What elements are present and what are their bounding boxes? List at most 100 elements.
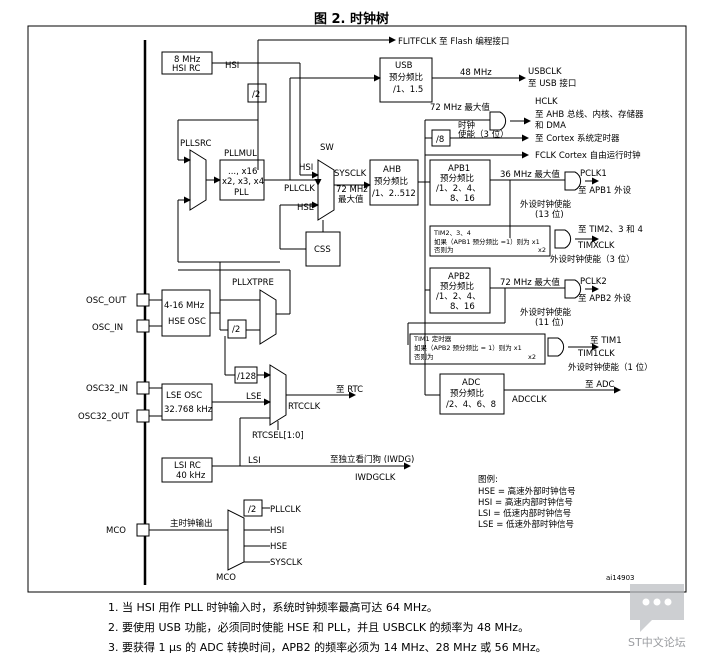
pllsrc-label: PLLSRC	[180, 139, 211, 149]
osc32-out-pin: OSC32_OUT	[78, 412, 130, 422]
footnotes: 1. 当 HSI 用作 PLL 时钟输入时，系统时钟频率最高可达 64 MHz。…	[108, 598, 547, 658]
hclk-gate	[489, 111, 507, 131]
tim234-note2: 如果（APB1 预分频比 =1）则为 x1	[434, 237, 540, 246]
lsi-rc-box	[161, 457, 213, 483]
sw-label: SW	[320, 143, 334, 153]
hclk-target2: 和 DMA	[535, 121, 566, 131]
tim1-note4: x2	[528, 353, 536, 361]
sysclk-max: 72 MHz	[336, 185, 368, 195]
osc-out-pin: OSC_OUT	[86, 296, 127, 306]
rtc-target: 至 RTC	[336, 385, 363, 395]
usb-target: 至 USB 接口	[528, 78, 576, 89]
mco-mux	[227, 509, 245, 571]
pllsrc-mux	[189, 149, 207, 211]
cortex-timer: 至 Cortex 系统定时器	[535, 133, 620, 144]
apb1-max: 36 MHz 最大值	[500, 169, 560, 180]
apb2-title: APB2	[448, 272, 470, 282]
tim1-note: TIM1 定时器	[413, 334, 452, 343]
usb-box-title: USB	[395, 61, 413, 71]
rtcclk-label: RTCCLK	[288, 402, 321, 412]
adc-sub: 预分频比	[450, 388, 484, 399]
sysclk-max2: 最大值	[338, 194, 364, 205]
apb1-sub: 预分频比	[440, 173, 474, 184]
iwdg-target: 至独立看门狗 (IWDG)	[330, 454, 414, 465]
mco-mux-label: MCO	[216, 573, 236, 583]
legend-title: 图例:	[478, 474, 498, 485]
pll-mul-values2: x2, x3, x4	[222, 177, 264, 187]
adc-div: /2、4、6、8	[446, 400, 496, 410]
hclk-label: HCLK	[535, 97, 558, 107]
hsi-div2-box	[247, 83, 267, 103]
tim1-target: 至 TIM1	[590, 336, 622, 346]
chat-bubble-icon	[630, 584, 684, 632]
lsi-signal: LSI	[248, 456, 261, 466]
usb-box-sub: 预分频比	[389, 72, 423, 83]
mco-div2-label: /2	[248, 505, 256, 515]
tim1clk-label: TIM1CLK	[577, 349, 615, 359]
pclk1-label: PCLK1	[580, 169, 607, 179]
pll-mul-values: ..., x16	[228, 167, 257, 177]
usb-prescaler-box	[379, 57, 433, 103]
tim234-note: TIM2、3、4	[433, 229, 471, 237]
hsi-signal: HSI	[225, 61, 239, 71]
apb2-div2: 8、16	[450, 302, 475, 312]
forum-watermark: ST中文论坛	[622, 578, 692, 649]
hse-to-sw: HSE	[297, 203, 314, 213]
mco-pllclk: PLLCLK	[270, 505, 301, 515]
mco-output-label: 主时钟输出	[170, 518, 213, 529]
hse-div2-label: /2	[232, 325, 240, 335]
tim1-note2: 如果（APB2 预分频比 = 1）则为 x1	[414, 343, 522, 352]
footnote-1: 1. 当 HSI 用作 PLL 时钟输入时，系统时钟频率最高可达 64 MHz。	[108, 601, 438, 614]
enable-3: 外设时钟使能（3 位）	[550, 254, 635, 265]
timx-target: 至 TIM2、3 和 4	[578, 225, 643, 235]
apb1-div2: 8、16	[450, 194, 475, 204]
apb2-prescaler-box	[429, 267, 491, 314]
div8-label: /8	[436, 135, 444, 145]
sysclk-label: SYSCLK	[334, 169, 367, 179]
osc-in-pin: OSC_IN	[92, 323, 123, 333]
pllmul-label: PLLMUL	[224, 149, 257, 159]
usb-freq: 48 MHz	[460, 68, 492, 78]
pll-label: PLL	[234, 188, 249, 198]
legend-item-lse: LSE = 低速外部时钟信号	[478, 519, 574, 530]
ahb-sub: 预分频比	[374, 176, 408, 187]
hse-osc-box	[161, 289, 211, 337]
hsi-div2-label: /2	[252, 90, 260, 100]
tim234-multiplier-box	[429, 225, 551, 257]
clock-enable-label2: 使能（3 位）	[458, 129, 509, 140]
rtcsel-label: RTCSEL[1:0]	[252, 431, 304, 441]
apb2-sub: 预分频比	[440, 281, 474, 292]
fclk-label: FCLK Cortex 自由运行时钟	[535, 150, 641, 161]
ahb-div: /1、2..512	[372, 189, 416, 199]
legend-item-lsi: LSI = 低速内部时钟信号	[478, 508, 571, 519]
clock-tree-diagram: 8 MHz HSI RC HSI /2 FLITFCLK 至 Flash 编程接…	[27, 25, 687, 593]
hsi-rc-label: HSI RC	[172, 64, 200, 74]
iwdgclk-label: IWDGCLK	[355, 473, 396, 483]
adcclk-label: ADCCLK	[512, 395, 547, 405]
usbclk-label: USBCLK	[528, 67, 562, 77]
hsi-rc-freq: 8 MHz	[174, 55, 201, 65]
hse-osc-label: HSE OSC	[168, 317, 206, 327]
hclk-max: 72 MHz 最大值	[430, 102, 490, 113]
legend-item-hsi: HSI = 高速内部时钟信号	[478, 497, 573, 508]
clock-enable-label: 时钟	[458, 120, 475, 131]
lse-osc-label: LSE OSC	[166, 391, 202, 401]
diagram-id: ai14903	[606, 574, 635, 582]
enable-1: 外设时钟使能（1 位）	[568, 362, 653, 373]
osc32-in-pin: OSC32_IN	[86, 384, 128, 394]
ahb-title: AHB	[383, 165, 401, 175]
adc-prescaler-box	[439, 373, 505, 415]
diagram-frame	[27, 25, 687, 593]
apb1-prescaler-box	[429, 159, 491, 206]
lsi-rc-label: LSI RC	[174, 461, 201, 471]
lse-osc-freq: 32.768 kHz	[164, 405, 213, 415]
enable-13b: (13 位)	[535, 209, 564, 220]
figure-title: 图 2. 时钟树	[313, 12, 390, 27]
adc-target: 至 ADC	[585, 380, 615, 390]
enable-11: 外设时钟使能	[520, 307, 572, 318]
adc-title: ADC	[462, 378, 480, 388]
mco-pin: MCO	[106, 526, 126, 536]
hclk-target: 至 AHB 总线、内核、存储器	[535, 109, 644, 120]
watermark-text: ST中文论坛	[628, 636, 686, 649]
pclk1-target: 至 APB1 外设	[578, 185, 632, 196]
